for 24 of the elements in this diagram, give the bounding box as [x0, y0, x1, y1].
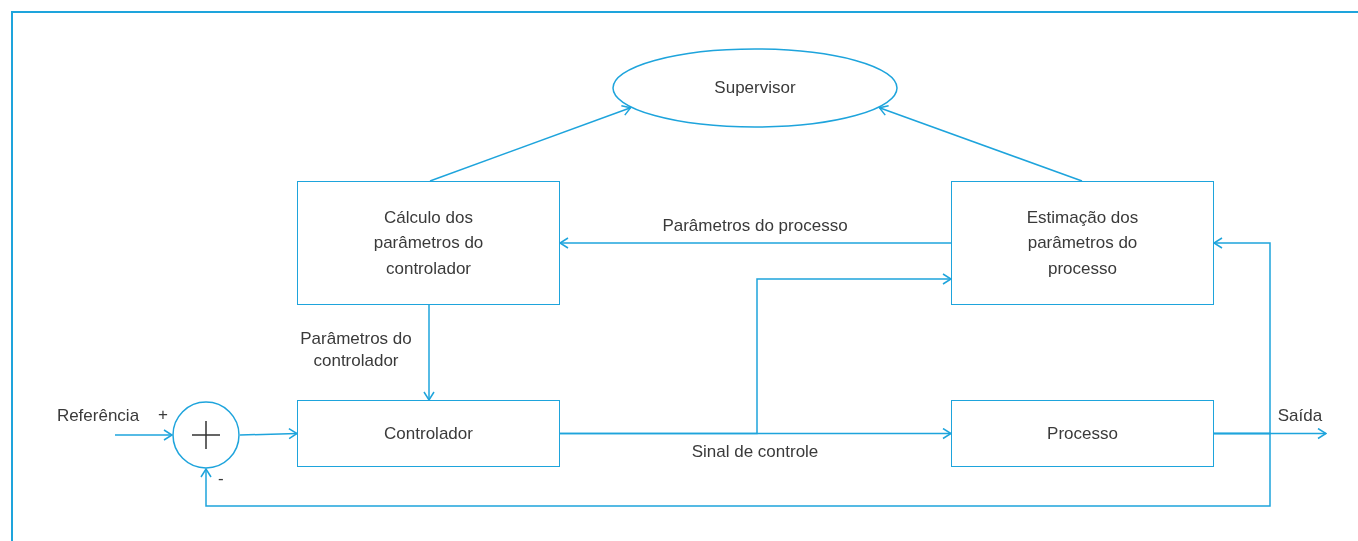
node-label: Processo: [1047, 422, 1118, 445]
node-label: Supervisor: [714, 77, 796, 100]
node-label: Saída: [1277, 405, 1323, 427]
arrow: [114, 429, 173, 441]
node-label: Estimação dos parâmetros do processo: [1025, 206, 1140, 280]
arrow: [239, 427, 298, 440]
signal-label: -: [218, 469, 224, 489]
node-label: Referência: [56, 405, 140, 427]
process-box: [297, 400, 560, 467]
process-box: [297, 181, 560, 305]
arrow: [559, 273, 952, 435]
arrow: [200, 432, 1271, 507]
node-label: Controlador: [384, 422, 473, 445]
signal-label: +: [158, 405, 168, 425]
arrow: [423, 304, 435, 401]
arrow: [559, 237, 952, 249]
node-label: Cálculo dos parâmetros do controlador: [372, 206, 485, 280]
process-box: [951, 181, 1214, 305]
summing-junction: [172, 401, 240, 469]
arrow: [878, 105, 1083, 182]
process-box: [951, 400, 1214, 467]
supervisor-ellipse: [612, 48, 898, 128]
arrow: [1213, 237, 1271, 435]
arrow: [429, 105, 632, 182]
